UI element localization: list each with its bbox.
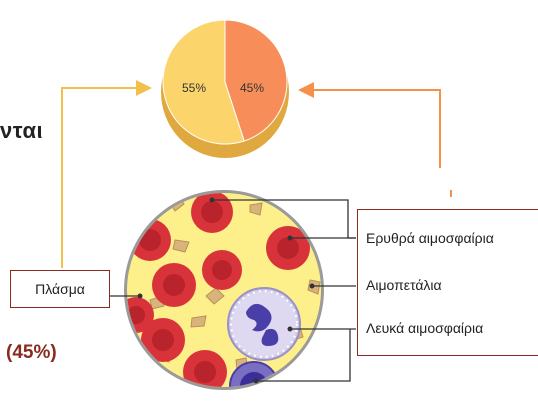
leader-ends bbox=[137, 197, 315, 384]
pie-label-plasma: 55% bbox=[182, 81, 207, 95]
white-blood-cells bbox=[227, 287, 301, 387]
leader-lines bbox=[108, 199, 356, 382]
legend-red-cells: Ερυθρά αιμοσφαίρια bbox=[366, 230, 494, 246]
pie-label-cells: 45% bbox=[240, 81, 265, 95]
blood-sample-circle bbox=[124, 190, 324, 390]
pie-chart bbox=[161, 19, 289, 158]
cut-off-heading: νται bbox=[0, 118, 44, 143]
plasma-label: Πλάσμα bbox=[35, 281, 85, 297]
legend-platelets: Αιμοπετάλια bbox=[366, 277, 442, 293]
pie-slice-plasma bbox=[162, 19, 245, 145]
plasma-arrow bbox=[61, 80, 152, 268]
cells-arrow bbox=[298, 82, 441, 168]
legend-white-cells: Λευκά αιμοσφαίρια bbox=[366, 320, 484, 336]
red-blood-cells bbox=[127, 193, 310, 387]
plasma-label-box: Πλάσμα bbox=[10, 270, 110, 308]
pie-slice-cells bbox=[224, 19, 288, 142]
legend-box: Ερυθρά αιμοσφαίρια Αιμοπετάλια Λευκά αιμ… bbox=[357, 209, 538, 356]
percentage-note: (45%) bbox=[6, 342, 57, 363]
